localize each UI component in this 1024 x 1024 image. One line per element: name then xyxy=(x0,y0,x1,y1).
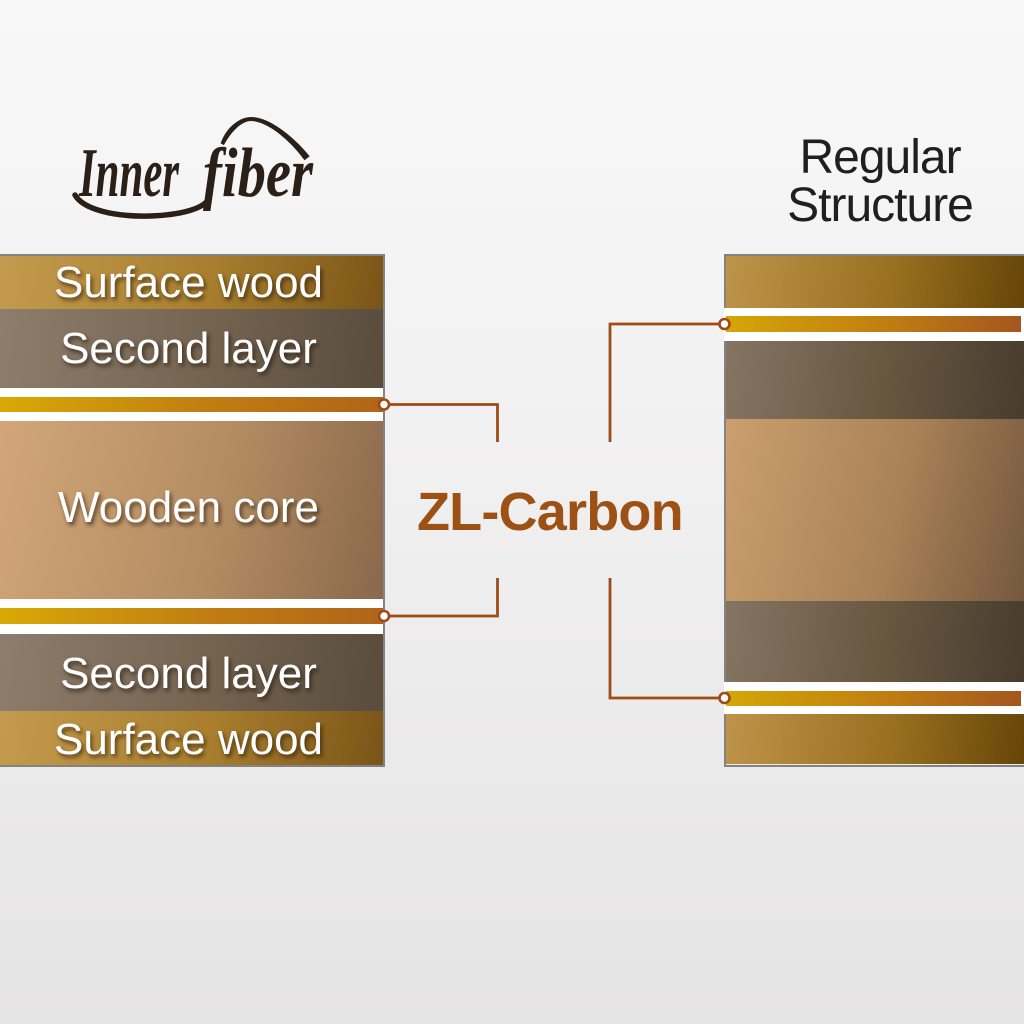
svg-text:Inner: Inner xyxy=(78,135,179,212)
